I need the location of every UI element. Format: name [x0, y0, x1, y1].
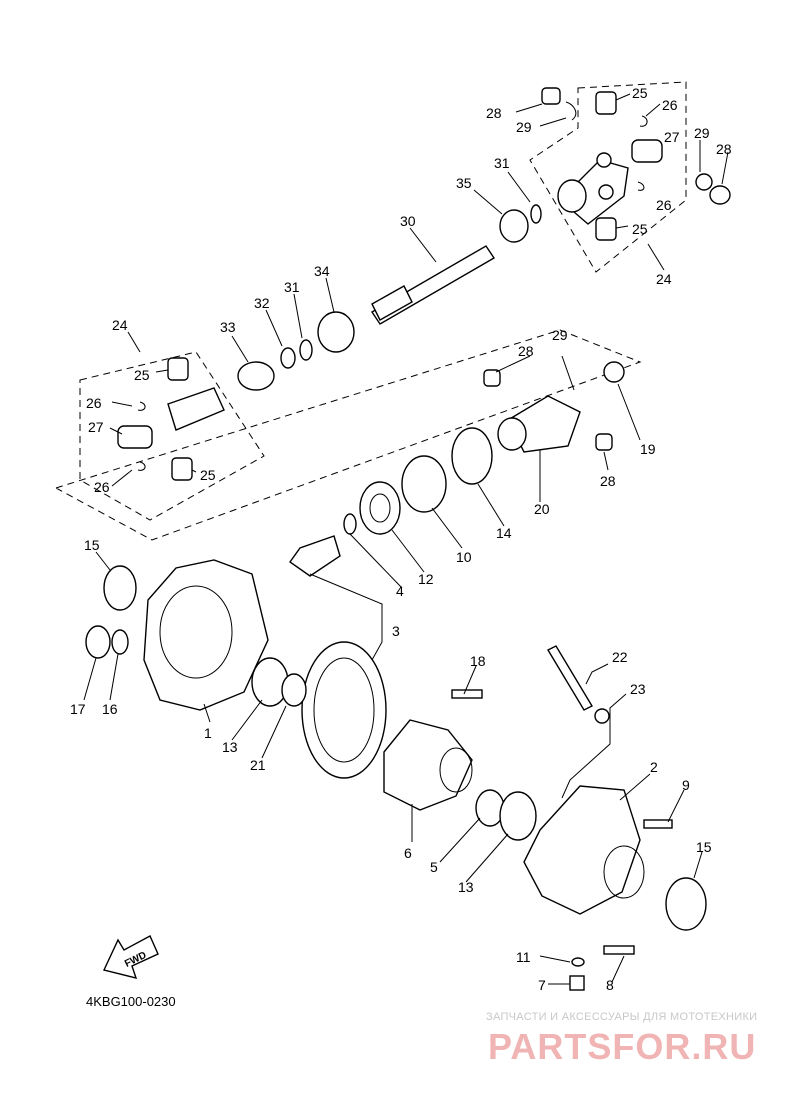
part-label: 16	[102, 701, 118, 717]
part-label: 8	[606, 977, 614, 993]
part-label: 28	[486, 105, 502, 121]
part-label: 29	[694, 125, 710, 141]
part-label: 9	[682, 777, 690, 793]
part-label: 28	[600, 473, 616, 489]
part-label: 20	[534, 501, 550, 517]
part-label: 19	[640, 441, 656, 457]
part-label: 15	[696, 839, 712, 855]
part-label: 33	[220, 319, 236, 335]
gear-case-housing	[85, 559, 307, 711]
part-label: 25	[632, 85, 648, 101]
part-label: 28	[716, 141, 732, 157]
part-label: 14	[496, 525, 512, 541]
part-label: 22	[612, 649, 628, 665]
part-label: 26	[86, 395, 102, 411]
part-label: 10	[456, 549, 472, 565]
drawing-code: 4KBG100-0230	[86, 994, 176, 1009]
part-label: 29	[516, 119, 532, 135]
part-label: 31	[284, 279, 300, 295]
part-label: 28	[518, 343, 534, 359]
part-label: 26	[94, 479, 110, 495]
part-label: 32	[254, 295, 270, 311]
differential-assembly	[383, 689, 537, 841]
part-label: 25	[632, 221, 648, 237]
part-label: 2	[650, 759, 658, 775]
fwd-arrow-icon: FWD	[103, 935, 159, 979]
part-label: 4	[396, 583, 404, 599]
part-label: 18	[470, 653, 486, 669]
part-label: 1	[204, 725, 212, 741]
part-number-labels: 1 2 3 4 5 6 7 8 9 10 11 12 13 13 14 15 1…	[70, 85, 732, 993]
part-label: 6	[404, 845, 412, 861]
rear-cover-housing	[523, 645, 707, 991]
drive-shaft-parts	[237, 204, 542, 391]
leader-lines	[83, 93, 729, 985]
part-label: 35	[456, 175, 472, 191]
part-label: 12	[418, 571, 434, 587]
part-label: 17	[70, 701, 86, 717]
part-label: 29	[552, 327, 568, 343]
part-label: 13	[458, 879, 474, 895]
part-label: 3	[392, 623, 400, 639]
part-label: 24	[112, 317, 128, 333]
group-boundary-lines	[55, 81, 687, 541]
universal-joint-lower	[117, 357, 225, 481]
watermark-tagline: ЗАПЧАСТИ И АКСЕССУАРЫ ДЛЯ МОТОТЕХНИКИ	[486, 1011, 758, 1023]
part-label: 13	[222, 739, 238, 755]
universal-joint-upper	[541, 87, 731, 241]
part-label: 15	[84, 537, 100, 553]
part-label: 7	[538, 977, 546, 993]
part-label: 27	[88, 419, 104, 435]
part-label: 21	[250, 757, 266, 773]
part-label: 11	[516, 949, 531, 965]
part-label: 27	[664, 129, 680, 145]
part-label: 26	[662, 97, 678, 113]
gears	[289, 513, 387, 779]
part-label: 23	[630, 681, 646, 697]
part-label: 34	[314, 263, 330, 279]
watermark-brand-logo: PARTSFOR.RU	[488, 1026, 757, 1067]
part-label: 24	[656, 271, 672, 287]
part-label: 5	[430, 859, 438, 875]
yoke-and-bearings	[359, 361, 625, 535]
part-label: 31	[494, 155, 510, 171]
part-label: 30	[400, 213, 416, 229]
part-label: 25	[200, 467, 216, 483]
part-label: 25	[134, 367, 150, 383]
part-label: 26	[656, 197, 672, 213]
